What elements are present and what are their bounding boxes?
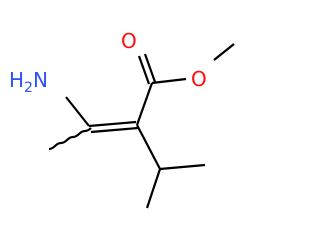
amine-nitrogen-symbol: N: [33, 68, 48, 92]
molecule-structure-diagram: H2N O O: [9, 29, 235, 209]
bond-isopropyl-methyl-right: [159, 163, 206, 171]
bond-isopropyl-methyl-down: [145, 168, 162, 209]
bond-calpha-isopropyl: [136, 124, 161, 170]
amine-hydrogen-subscript: 2: [24, 80, 33, 96]
atom-labels: H2N O O: [9, 29, 207, 96]
amine-label: H2N: [9, 68, 48, 96]
carbonyl-oxygen-label: O: [121, 29, 137, 53]
bond-group: [48, 43, 235, 209]
bond-cc-double-b: [90, 126, 139, 134]
amine-hydrogen-symbol: H: [9, 68, 24, 92]
bond-calpha-ccarbonyl: [135, 82, 154, 126]
bond-cc-double-a: [88, 120, 137, 128]
bond-n-c: [65, 96, 90, 127]
bond-co-double-a: [137, 55, 151, 85]
ester-oxygen-label: O: [191, 67, 207, 91]
bond-ccarbonyl-oester: [151, 77, 187, 85]
bond-wavy-methyl: [48, 127, 92, 151]
bond-co-double-b: [143, 53, 157, 83]
bond-oester-methyl: [213, 43, 235, 61]
